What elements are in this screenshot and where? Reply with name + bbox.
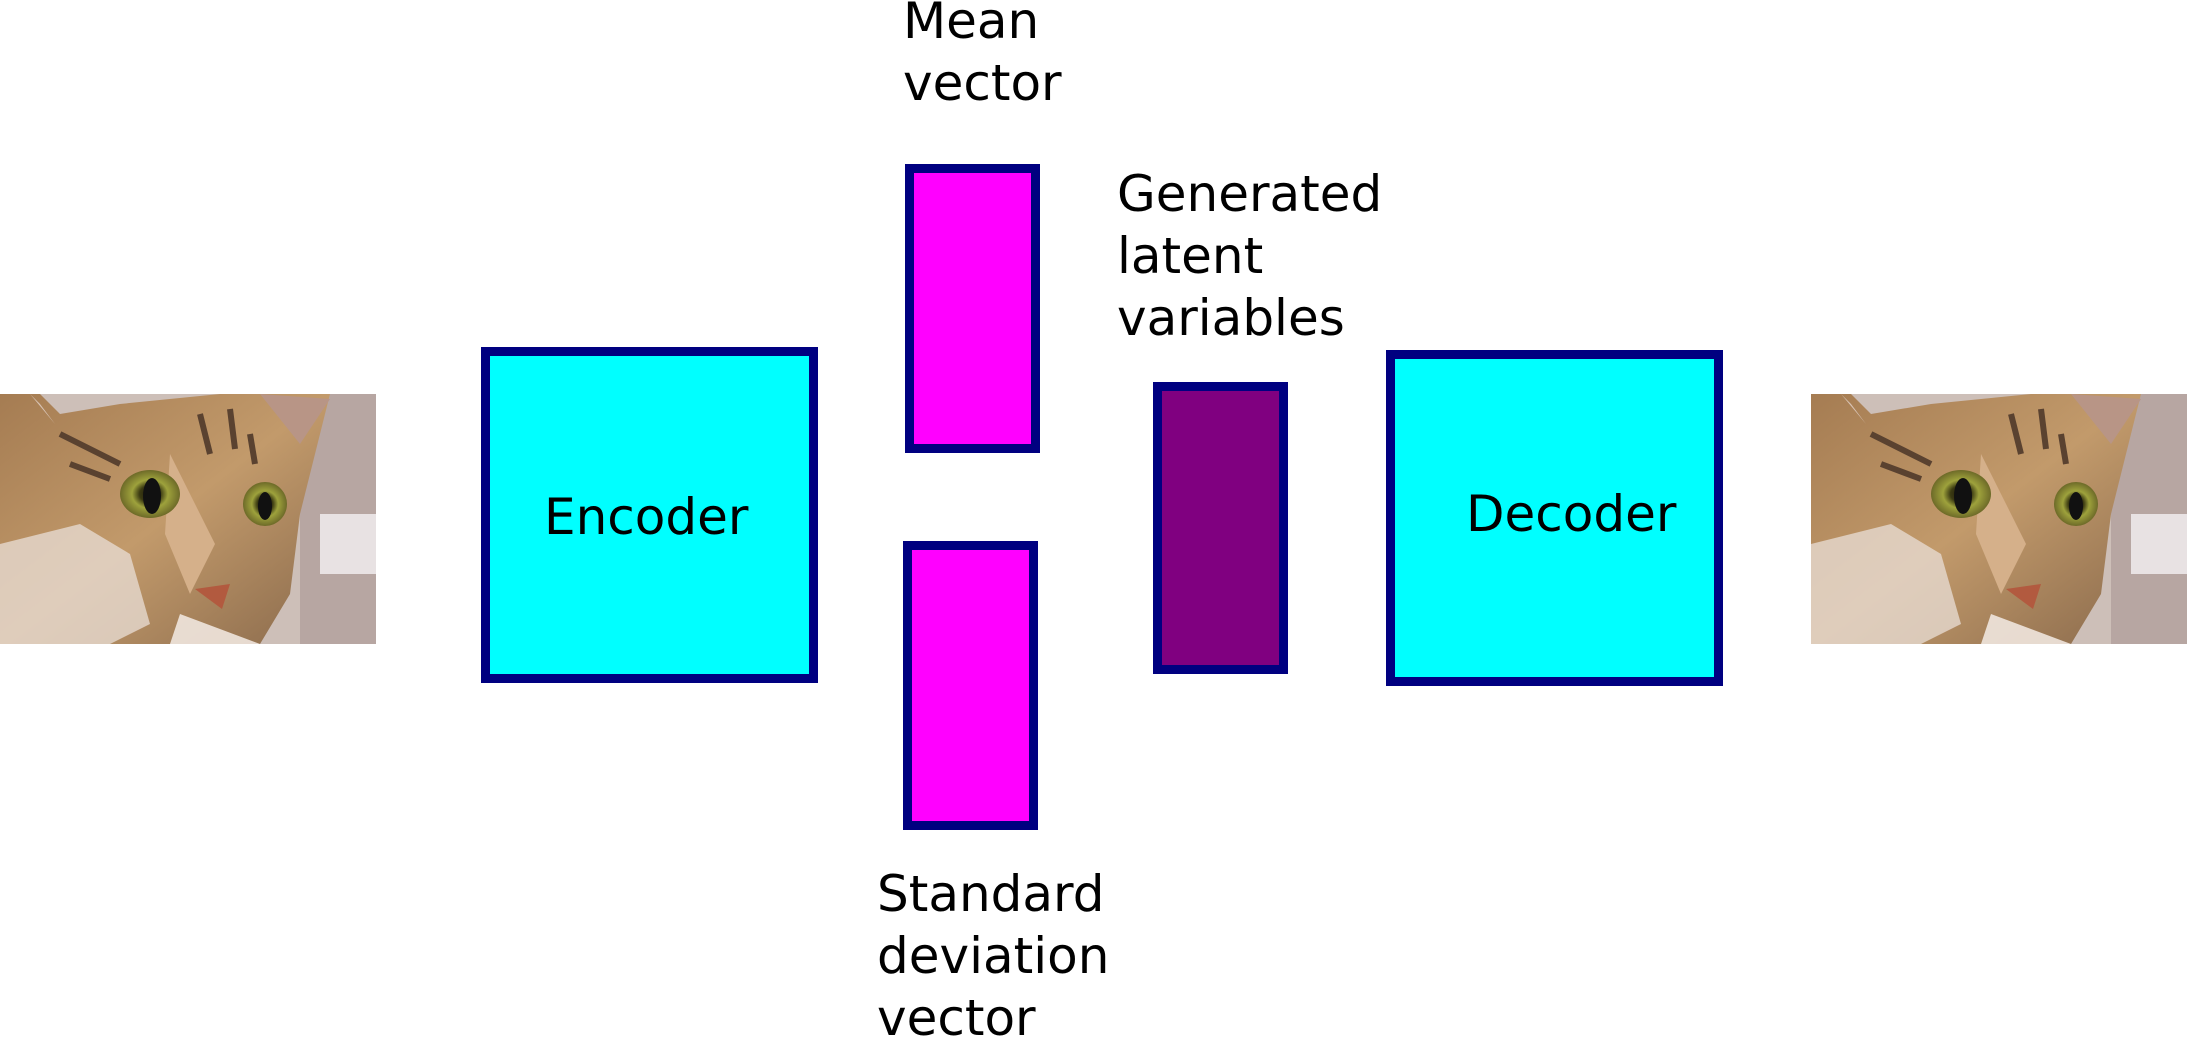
cat-photo-icon <box>0 394 376 644</box>
cat-photo-icon <box>1811 394 2187 644</box>
decoder-label: Decoder <box>1466 485 1677 543</box>
encoder-label: Encoder <box>544 488 749 546</box>
output-image <box>1811 394 2187 644</box>
mean-vector-block <box>905 164 1040 453</box>
latent-variables-block <box>1153 382 1288 674</box>
std-vector-block <box>903 541 1038 830</box>
latent-variables-label: Generated latent variables <box>1117 165 1383 347</box>
decoder-block: Decoder <box>1386 350 1723 686</box>
encoder-block: Encoder <box>481 347 818 683</box>
std-vector-label: Standard deviation vector <box>877 865 1110 1047</box>
mean-vector-label: Mean vector <box>903 0 1062 112</box>
input-image <box>0 394 376 644</box>
